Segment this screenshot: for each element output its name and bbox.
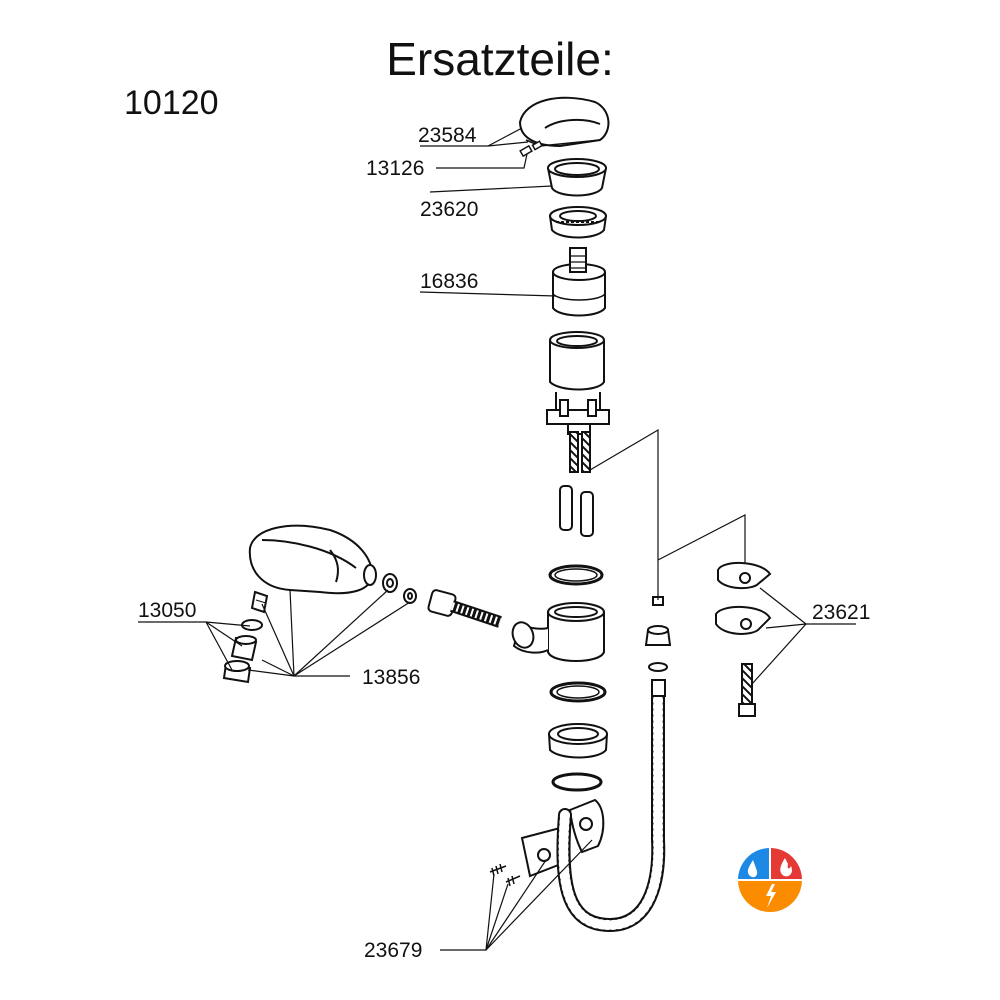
flame-icon (780, 858, 793, 877)
part-label-13050: 13050 (138, 599, 196, 622)
spacer-tubes (559, 485, 594, 537)
lever-handle (518, 96, 610, 148)
mounting-screws (489, 863, 521, 887)
aerator-parts (222, 590, 269, 684)
part-label-13126: 13126 (366, 157, 424, 180)
cartridge (552, 247, 606, 317)
water-drop-icon (747, 860, 758, 878)
handle-screw (519, 140, 543, 158)
mounting-brackets (715, 561, 772, 717)
clamp-bracket (520, 798, 605, 878)
o-ring-upper (548, 564, 604, 586)
part-label-23584: 23584 (418, 124, 477, 147)
threaded-nut (548, 723, 608, 759)
part-label-23621: 23621 (812, 601, 870, 624)
part-label-23679: 23679 (364, 939, 422, 962)
spray-head (248, 524, 377, 595)
part-label-16836: 16836 (420, 270, 478, 293)
hose-fittings (644, 596, 672, 672)
bonnet-nut (549, 206, 607, 239)
braided-hose (556, 679, 666, 933)
gasket-ring (551, 772, 603, 792)
part-label-23620: 23620 (420, 198, 478, 221)
cap-ring (547, 158, 607, 197)
part-label-13856: 13856 (362, 666, 420, 689)
model-number: 10120 (124, 84, 219, 122)
spout-base (511, 602, 605, 662)
body-sleeve (546, 331, 610, 435)
spray-hose-connector (427, 589, 502, 628)
threaded-studs (569, 431, 591, 473)
o-ring-lower (549, 681, 607, 703)
water-fire-energy-icon (738, 848, 802, 912)
page-title: Ersatzteile: (386, 33, 614, 85)
assembly-lines (589, 428, 746, 600)
spray-washers (382, 573, 417, 604)
lightning-icon (766, 884, 776, 908)
leader-lines (138, 127, 856, 951)
